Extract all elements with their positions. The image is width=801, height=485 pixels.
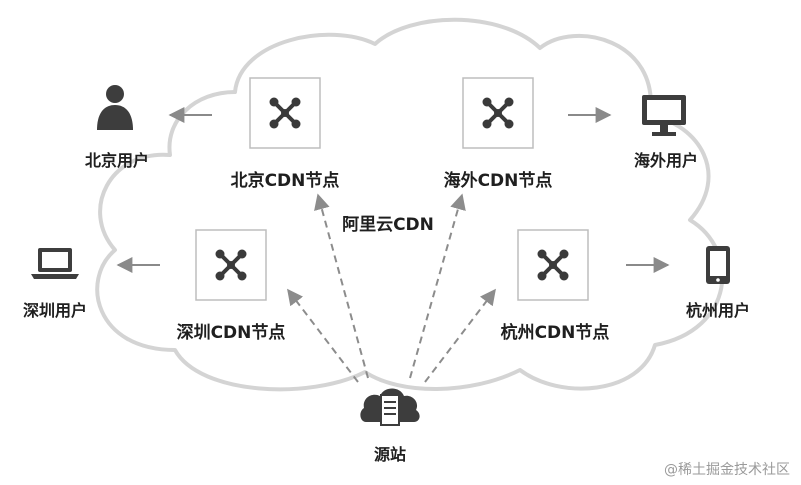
user-label-hangzhou: 杭州用户 — [686, 301, 750, 320]
node-label-overseas: 海外CDN节点 — [444, 170, 553, 191]
user-label-overseas: 海外用户 — [634, 151, 698, 170]
server-cloud-icon — [360, 388, 420, 426]
dashed-arrow-origin-hangzhou — [424, 288, 496, 383]
laptop-icon — [31, 248, 79, 279]
cloud-label: 阿里云CDN — [342, 215, 434, 235]
monitor-icon — [642, 95, 686, 136]
watermark: @稀土掘金技术社区 — [664, 462, 790, 478]
dashed-arrow-origin-overseas — [409, 193, 466, 379]
person-icon — [97, 85, 133, 130]
user-label-shenzhen: 深圳用户 — [23, 301, 87, 320]
node-overseas — [462, 77, 534, 149]
node-label-beijing: 北京CDN节点 — [231, 170, 340, 191]
node-label-shenzhen: 深圳CDN节点 — [177, 322, 286, 343]
node-shenzhen — [195, 229, 267, 301]
node-hangzhou — [517, 229, 589, 301]
node-beijing — [249, 77, 321, 149]
node-label-hangzhou: 杭州CDN节点 — [501, 322, 610, 343]
user-label-beijing: 北京用户 — [85, 151, 149, 170]
dashed-arrow-origin-shenzhen — [287, 288, 359, 383]
tablet-icon — [706, 246, 730, 284]
dashed-arrow-origin-beijing — [314, 193, 369, 379]
origin-label: 源站 — [374, 445, 406, 464]
